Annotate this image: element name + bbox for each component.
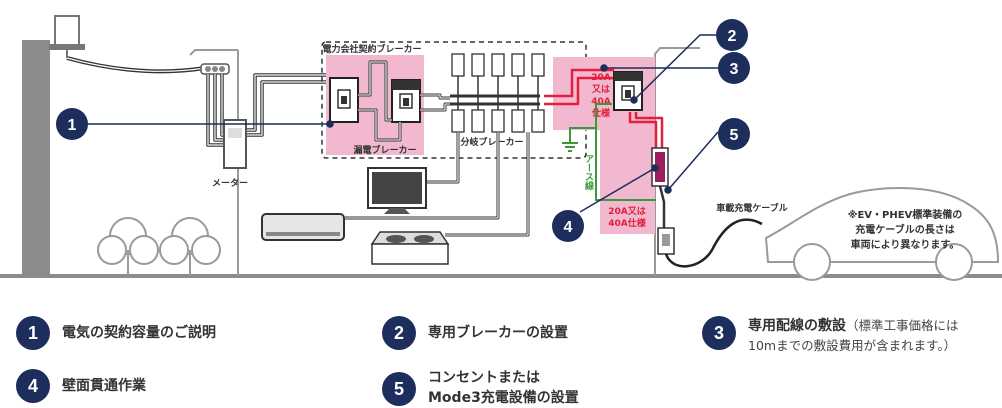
- legend-text: 電気の契約容量のご説明: [62, 325, 216, 341]
- legend-item-2: 2 専用ブレーカーの設置: [382, 316, 568, 350]
- induction-cooktop-icon: [370, 231, 450, 265]
- car-note-1: ※EV・PHEV標準装備の: [848, 208, 963, 221]
- branch-breaker-label: 分岐ブレーカー: [460, 136, 523, 148]
- legend-item-4: 4 壁面貫通作業: [16, 369, 146, 403]
- marker-5: 5: [718, 118, 750, 150]
- meter-icon: [223, 119, 247, 169]
- legend-text: 専用配線の敷設: [748, 318, 846, 334]
- legend-text: コンセントまたは: [428, 370, 540, 386]
- legend-number: 2: [382, 316, 416, 350]
- rating-top-4: 仕様: [591, 107, 611, 119]
- branch-breakers: [451, 53, 545, 133]
- dedicated-breaker-icon: [613, 71, 643, 111]
- legend-item-1: 1 電気の契約容量のご説明: [16, 316, 216, 350]
- svg-text:4: 4: [564, 219, 573, 236]
- contract-breaker-label: 電力会社契約ブレーカー: [322, 43, 421, 55]
- marker-leader-lines: [88, 34, 719, 213]
- tree-icon: [97, 217, 221, 276]
- leakage-breaker-icon: [391, 79, 421, 123]
- earth-wire: [562, 103, 656, 201]
- legend-item-3: 3 専用配線の敷設（標準工事価格には 10mまでの敷設費用が含まれます。）: [702, 316, 959, 356]
- charging-outlet-icon: [657, 227, 675, 255]
- legend-text-line2: Mode3充電設備の設置: [428, 390, 579, 406]
- marker-4: 4: [552, 210, 584, 242]
- insulator-icon: [200, 63, 230, 75]
- rating-top-2: 又は: [591, 84, 610, 95]
- svg-text:2: 2: [728, 28, 737, 45]
- car-icon: [764, 187, 1000, 281]
- charging-cable: [664, 218, 763, 268]
- rating-bottom-2: 40A仕様: [608, 217, 646, 229]
- car-note-3: 車両により異なります。: [851, 238, 960, 251]
- svg-text:5: 5: [730, 127, 739, 144]
- legend-text: 壁面貫通作業: [62, 378, 146, 394]
- svg-text:3: 3: [730, 61, 739, 78]
- car-note-2: 充電ケーブルの長さは: [855, 223, 954, 236]
- legend-number: 1: [16, 316, 50, 350]
- dedicated-wiring-area: [600, 128, 655, 234]
- rating-top-3: 40A: [591, 97, 611, 107]
- marker-2: 2: [716, 19, 748, 51]
- cable-label: 車載充電ケーブル: [716, 202, 787, 214]
- service-wire: [66, 56, 206, 74]
- svg-text:1: 1: [68, 117, 77, 134]
- dedicated-wiring: [544, 68, 664, 148]
- legend-note-line2: 10mまでの敷設費用が含まれます。）: [748, 338, 957, 353]
- appliance-cables: [345, 132, 530, 237]
- legend-text: 専用ブレーカーの設置: [428, 325, 568, 341]
- legend-number: 3: [702, 316, 736, 350]
- legend-item-5: 5 コンセントまたは Mode3充電設備の設置: [382, 368, 579, 408]
- meter-label: メーター: [212, 177, 248, 189]
- ev-charging-installation-diagram: メーター 電力会社契約ブレーカー 漏電ブレーカー: [0, 15, 1002, 281]
- air-conditioner-icon: [261, 213, 345, 241]
- marker-1: 1: [56, 108, 88, 140]
- legend-note: （標準工事価格には: [846, 318, 959, 333]
- utility-pole-icon: [22, 15, 85, 276]
- ground-line: [0, 274, 1002, 278]
- outlet-cable: [658, 185, 666, 228]
- marker-3: 3: [718, 52, 750, 84]
- rating-bottom-1: 20A又は: [608, 206, 646, 217]
- legend-number: 4: [16, 369, 50, 403]
- panel-wiring: [358, 60, 540, 142]
- contract-breaker-icon: [329, 77, 359, 123]
- leakage-breaker-label: 漏電ブレーカー: [353, 144, 416, 156]
- legend-number: 5: [382, 372, 416, 406]
- earth-wire-label: アース線: [583, 154, 594, 191]
- tv-icon: [367, 167, 427, 214]
